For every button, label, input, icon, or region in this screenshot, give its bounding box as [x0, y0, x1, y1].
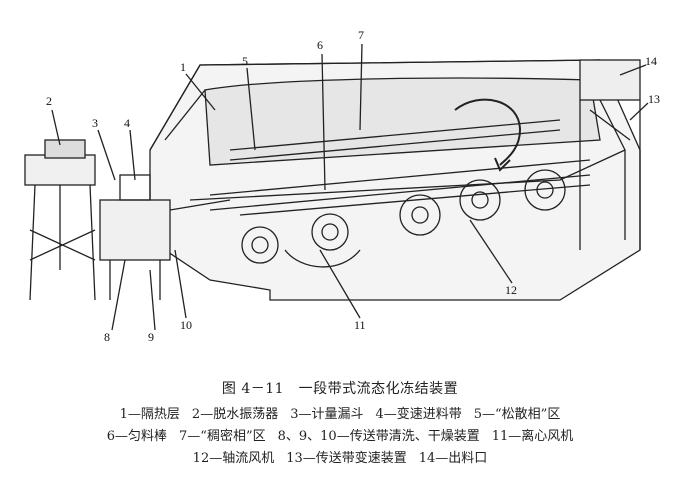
callout-14: 14	[645, 54, 657, 68]
callout-4: 4	[124, 116, 130, 130]
figure-caption: 图 4－11 一段带式流态化冻结装置 1—隔热层 2—脱水振荡器 3—计量漏斗 4—变…	[0, 378, 680, 470]
legend-item: 8、9、10—传送带清洗、干燥装置	[277, 429, 480, 444]
callout-11: 11	[354, 318, 366, 332]
callout-6: 6	[317, 38, 323, 52]
callout-3: 3	[92, 116, 98, 130]
legend-line: 1—隔热层 2—脱水振荡器 3—计量漏斗 4—变速进料带 5—“松散相”区	[0, 404, 680, 426]
callout-7: 7	[358, 28, 364, 42]
callout-5: 5	[242, 54, 248, 68]
callout-12: 12	[505, 283, 517, 297]
callout-2: 2	[46, 94, 52, 108]
freezer-illustration	[24, 43, 649, 331]
caption-title: 图 4－11 一段带式流态化冻结装置	[221, 381, 459, 397]
legend-item: 7—“稠密相”区	[179, 429, 266, 444]
callout-13: 13	[648, 92, 660, 106]
legend-item: 12—轴流风机	[192, 451, 275, 466]
legend-item: 2—脱水振荡器	[191, 407, 279, 422]
legend-item: 13—传送带变速装置	[286, 451, 407, 466]
callout-1: 1	[180, 60, 186, 74]
callout-10: 10	[180, 318, 192, 332]
legend-item: 6—匀料棒	[106, 429, 168, 444]
legend-item: 1—隔热层	[119, 407, 180, 422]
legend-item: 5—“松散相”区	[473, 407, 561, 422]
legend-line: 6—匀料棒 7—“稠密相”区 8、9、10—传送带清洗、干燥装置 11—离心风机	[0, 426, 680, 448]
legend-item: 4—变速进料带	[375, 407, 462, 422]
callout-8: 8	[104, 330, 110, 344]
legend-line: 12—轴流风机 13—传送带变速装置 14—出料口	[0, 448, 680, 470]
legend-item: 11—离心风机	[491, 429, 574, 444]
legend-item: 14—出料口	[418, 451, 488, 466]
callout-9: 9	[148, 330, 154, 344]
legend-item: 3—计量漏斗	[290, 407, 364, 422]
freezer-diagram: 1 2 3 4 5 6 7 8 9 10 11 12 13 14	[24, 28, 660, 344]
